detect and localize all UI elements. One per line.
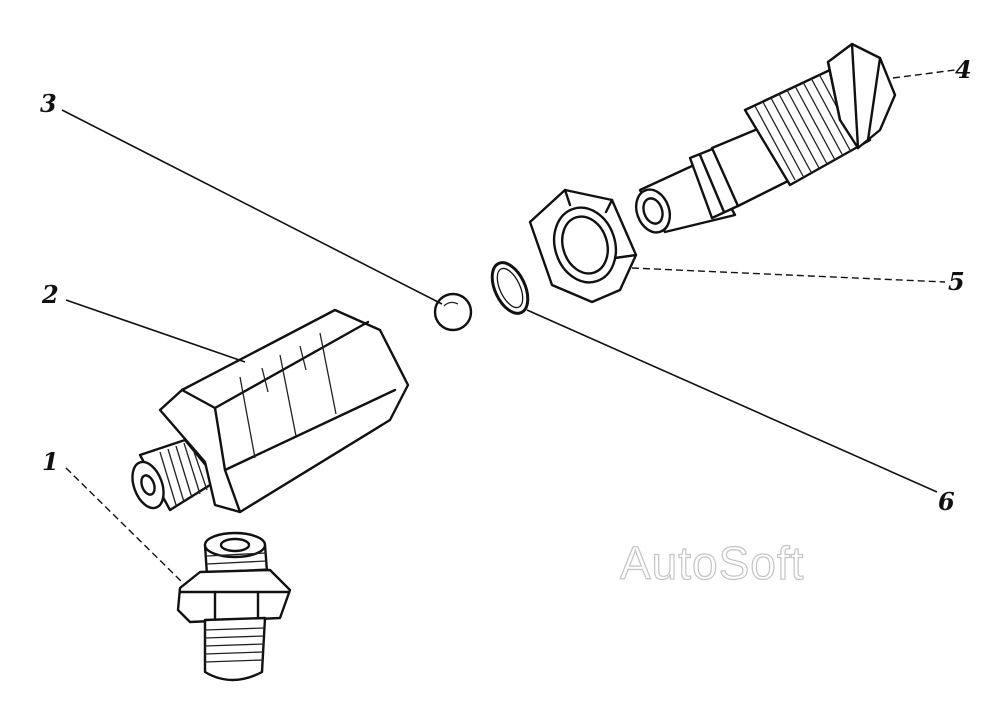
leader-line-6 <box>526 309 938 493</box>
leader-line-5 <box>631 267 946 283</box>
part-5-hex-nut <box>528 188 638 304</box>
callout-3: 3 <box>40 89 57 118</box>
callout-1: 1 <box>42 447 59 476</box>
callout-6: 6 <box>938 487 955 516</box>
part-4-threaded-fitting <box>634 42 897 234</box>
part-3-ball <box>433 292 473 332</box>
autosoft-watermark: AutoSoft <box>619 537 805 589</box>
leader-line-2 <box>65 299 246 363</box>
callout-5: 5 <box>948 267 965 296</box>
callout-4: 4 <box>955 55 972 84</box>
leader-line-4 <box>892 69 956 79</box>
leader-line-3 <box>61 109 443 305</box>
part-2-hex-housing <box>131 308 410 514</box>
part-1-threaded-nipple <box>176 531 292 682</box>
leader-line-1 <box>65 467 183 583</box>
callout-2: 2 <box>42 280 59 309</box>
part-6-washer <box>490 261 530 315</box>
